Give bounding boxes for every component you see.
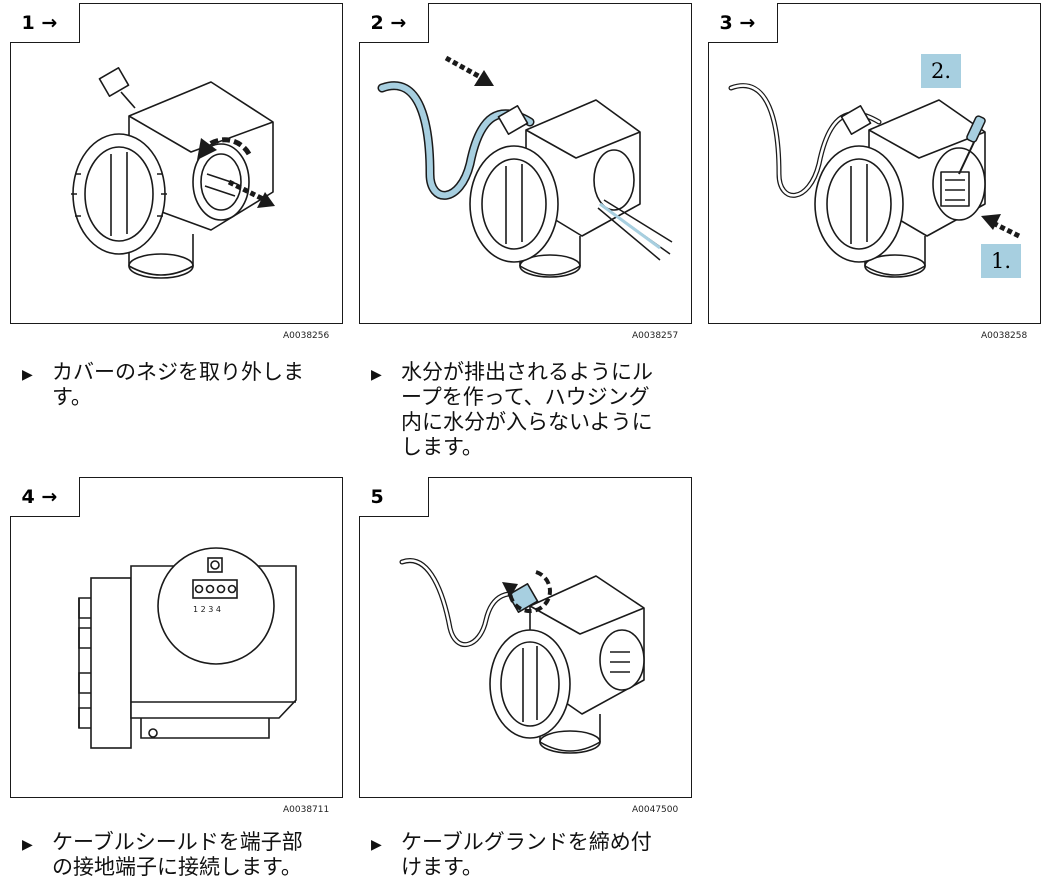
housing-cover-removal-illustration <box>71 67 275 279</box>
cable-gland-tightening-illustration <box>399 558 645 754</box>
instruction: ▶ ケーブルシールドを端子部の接地端子に接続します。 <box>22 830 303 879</box>
step-3-figure: 3 → 2. 1. <box>707 2 1041 324</box>
step-number-tab: 4 → <box>9 476 80 517</box>
figure-code: A0047500 <box>632 805 679 815</box>
bullet-icon: ▶ <box>22 367 33 383</box>
bullet-icon: ▶ <box>371 837 382 853</box>
bullet-icon: ▶ <box>371 367 382 383</box>
step-number-tab: 2 → <box>358 2 429 43</box>
figure-code: A0038711 <box>283 805 330 815</box>
step-2-figure: 2 → <box>358 2 692 324</box>
figure-code: A0038256 <box>283 331 330 341</box>
figure-code: A0038257 <box>632 331 679 341</box>
step-number-tab: 3 → <box>707 2 778 43</box>
terminal-numbers: 1 2 3 4 <box>193 605 221 614</box>
bullet-icon: ▶ <box>22 837 33 853</box>
step-1-figure: 1 → <box>9 2 343 324</box>
terminal-block-illustration: 1 2 3 4 <box>78 547 297 749</box>
step-number-tab: 1 → <box>9 2 80 43</box>
step-number-tab: 5 <box>358 476 429 517</box>
step-5-figure: 5 <box>358 476 692 798</box>
figure-code: A0038258 <box>981 331 1028 341</box>
callout-2: 2. <box>921 54 961 88</box>
instruction: ▶ 水分が排出されるようにループを作って、ハウジング内に水分が入らないようにしま… <box>371 360 653 459</box>
instruction: ▶ ケーブルグランドを締め付けます。 <box>371 830 652 879</box>
wire-connection-illustration <box>728 83 1021 278</box>
step-4-figure: 1 2 3 4 4 → <box>9 476 343 798</box>
callout-1: 1. <box>981 244 1021 278</box>
instruction: ▶ カバーのネジを取り外します。 <box>22 360 304 409</box>
cable-loop-illustration <box>377 55 673 278</box>
